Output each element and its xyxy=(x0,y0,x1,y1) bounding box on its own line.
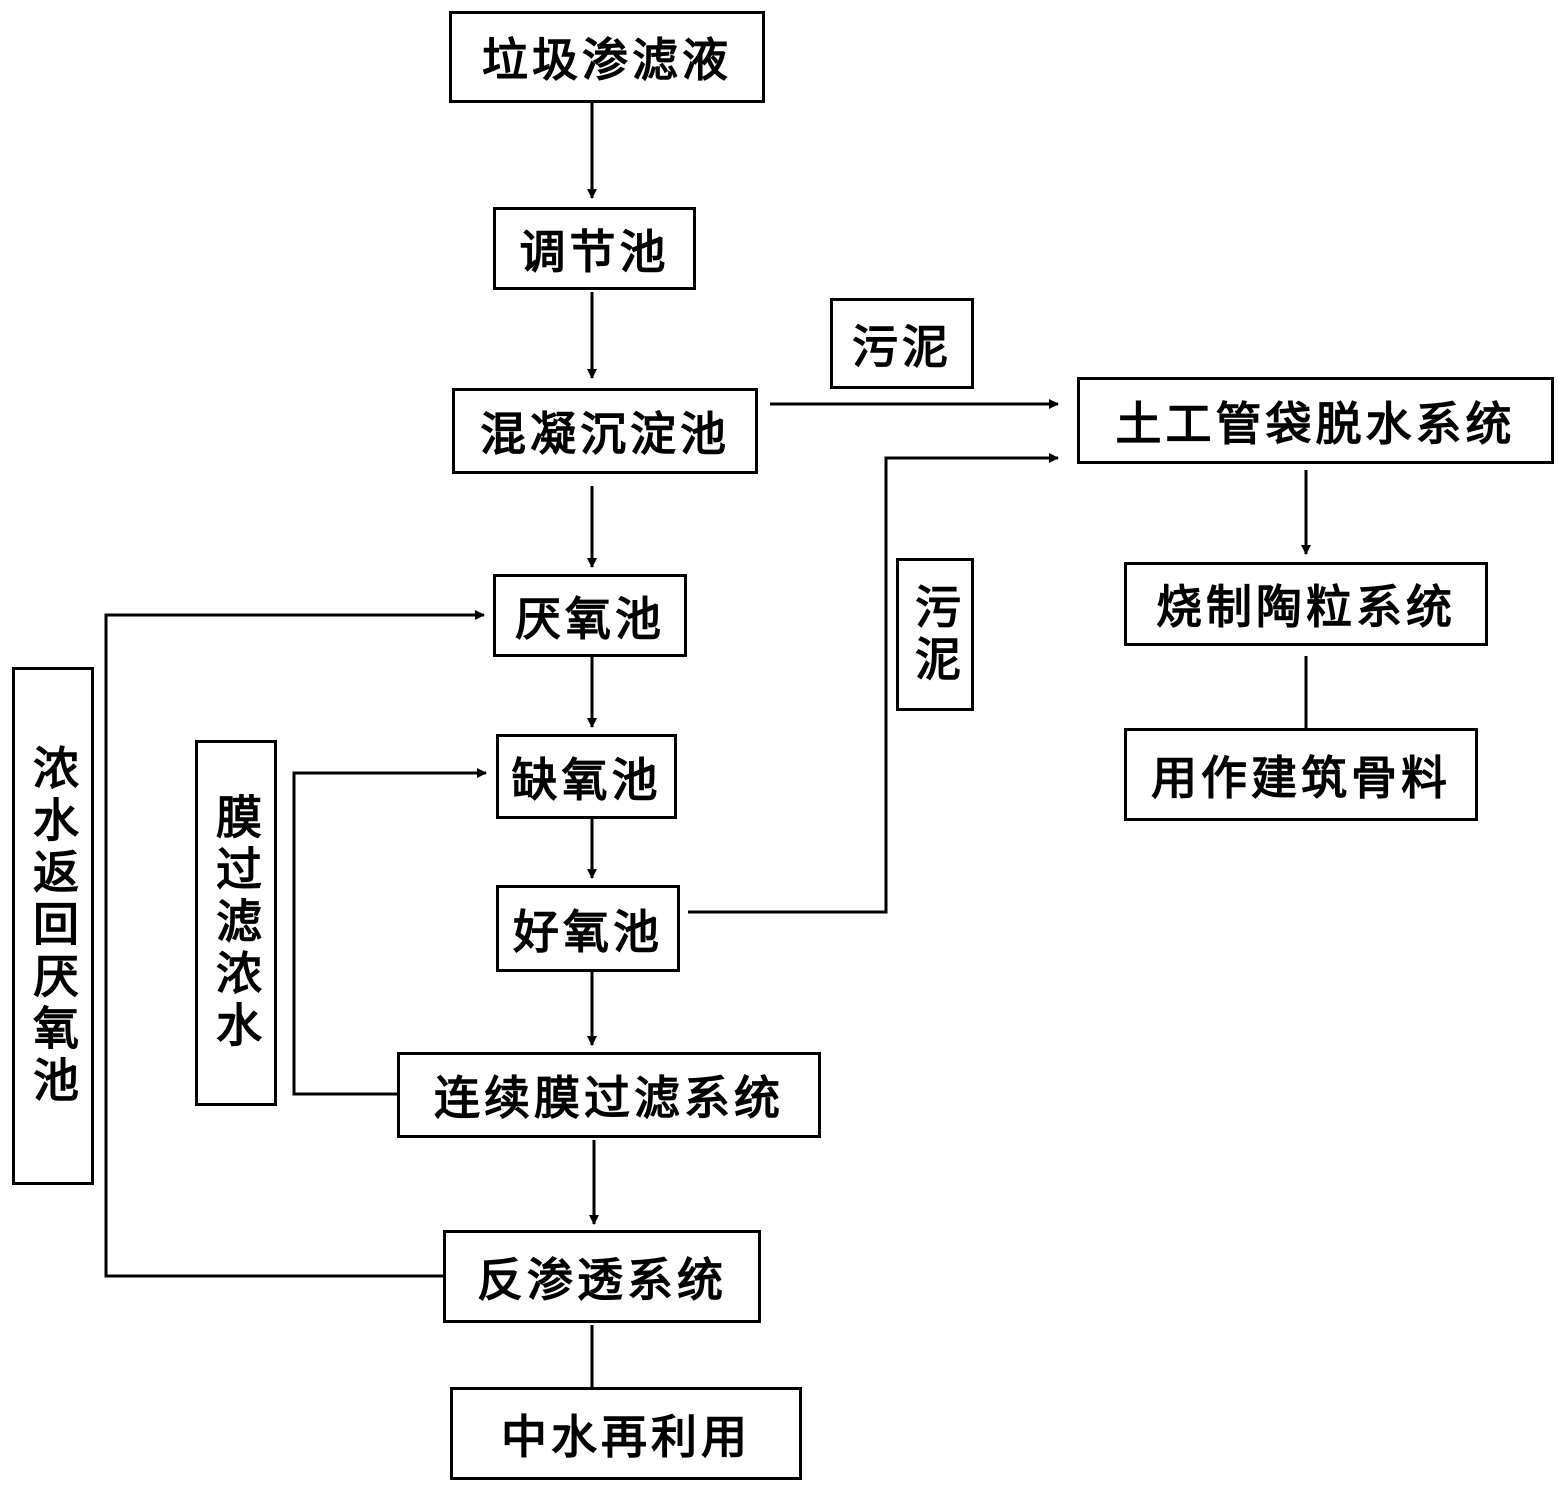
label-sludge-top: 污泥 xyxy=(830,298,974,389)
node-reclaimed-water: 中水再利用 xyxy=(450,1387,802,1480)
node-ceramsite-system: 烧制陶粒系统 xyxy=(1124,562,1488,646)
arrow-membrane-concentrate-to-anoxic xyxy=(292,768,487,1096)
label-sludge-side: 污泥 xyxy=(896,558,974,711)
node-coagulation-tank: 混凝沉淀池 xyxy=(452,388,758,474)
node-aerobic-tank: 好氧池 xyxy=(496,885,680,972)
node-geotube-dewatering: 土工管袋脱水系统 xyxy=(1077,377,1554,464)
node-building-aggregate: 用作建筑骨料 xyxy=(1124,728,1478,821)
node-anoxic-tank: 缺氧池 xyxy=(496,734,677,819)
node-regulating-tank: 调节池 xyxy=(493,207,696,290)
label-concentrate-return: 浓水返回厌氧池 xyxy=(12,667,94,1185)
node-membrane-system: 连续膜过滤系统 xyxy=(397,1052,821,1138)
arrow-ro-concentrate-to-anaerobic xyxy=(104,610,485,1278)
arrow-aerobic-sludge-to-geotube xyxy=(688,453,1059,914)
label-membrane-concentrate: 膜过滤浓水 xyxy=(195,740,277,1106)
node-anaerobic-tank: 厌氧池 xyxy=(493,574,687,657)
node-leachate: 垃圾渗滤液 xyxy=(449,11,765,103)
node-reverse-osmosis: 反渗透系统 xyxy=(443,1230,761,1323)
